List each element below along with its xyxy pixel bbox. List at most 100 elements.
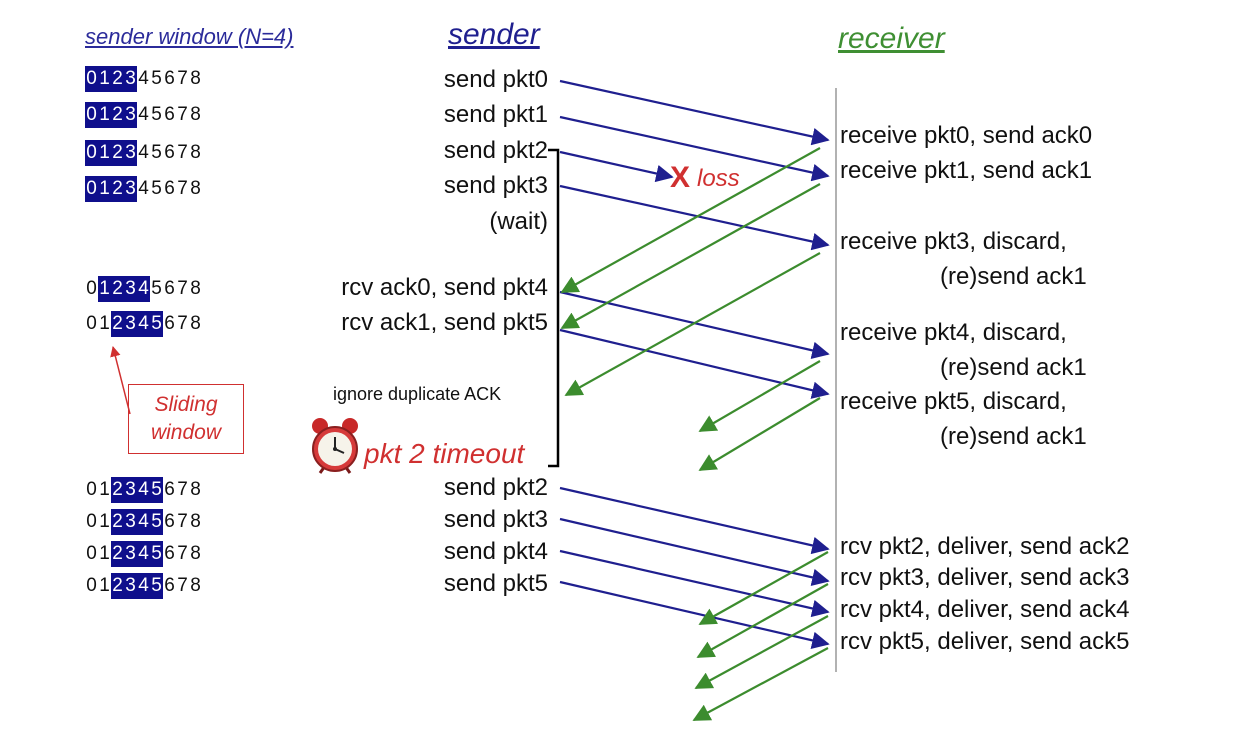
sequence-number: 1 <box>98 66 111 92</box>
receiver-event: receive pkt3, discard, <box>840 228 1067 255</box>
sequence-number: 8 <box>190 278 201 299</box>
sequence-number: 2 <box>111 477 124 503</box>
receiver-event: receive pkt4, discard, <box>840 319 1067 346</box>
sequence-number: 1 <box>99 575 110 596</box>
sequence-number: 4 <box>137 276 150 302</box>
sequence-number: 1 <box>98 102 111 128</box>
sequence-number: 1 <box>98 176 111 202</box>
sequence-number: 7 <box>177 104 188 125</box>
ignore-duplicate-ack-label: ignore duplicate ACK <box>333 384 502 404</box>
sequence-number: 2 <box>111 66 124 92</box>
sequence-number: 4 <box>137 573 150 599</box>
sequence-number: 1 <box>99 511 110 532</box>
sequence-number: 0 <box>86 575 97 596</box>
sequence-number: 4 <box>138 68 149 89</box>
ack-arrow-ack0 <box>560 147 821 293</box>
sequence-number: 4 <box>138 142 149 163</box>
sequence-number: 5 <box>151 142 162 163</box>
sender-event: rcv ack0, send pkt4 <box>341 274 548 301</box>
sequence-number: 8 <box>190 575 201 596</box>
sequence-number: 7 <box>177 543 188 564</box>
loss-x-icon: X <box>670 161 691 194</box>
sequence-number: 1 <box>99 479 110 500</box>
sequence-number: 5 <box>151 178 162 199</box>
ack-arrow-ack5 <box>692 647 829 721</box>
sequence-number: 8 <box>190 142 201 163</box>
receiver-event: rcv pkt5, deliver, send ack5 <box>840 628 1130 655</box>
sequence-number: 4 <box>137 541 150 567</box>
ack-arrow-ack4 <box>694 615 829 689</box>
receiver-title: receiver <box>838 22 945 55</box>
sequence-number: 2 <box>111 102 124 128</box>
sequence-number: 6 <box>164 575 175 596</box>
sequence-number: 6 <box>164 278 175 299</box>
timeout-bracket <box>548 148 560 468</box>
sequence-number: 4 <box>137 477 150 503</box>
packet-arrow-pkt2-resend <box>559 486 830 555</box>
sequence-number: 2 <box>111 276 124 302</box>
sender-event: send pkt3 <box>443 506 548 533</box>
packet-arrow-pkt2-lost <box>559 150 674 183</box>
sequence-number: 5 <box>150 573 163 599</box>
ack-arrow-ack1-dup <box>564 252 821 396</box>
sequence-number: 6 <box>164 543 175 564</box>
sequence-number: 0 <box>86 313 97 334</box>
sequence-number: 5 <box>151 278 162 299</box>
sender-title: sender <box>448 18 540 51</box>
packet-arrow-pkt1 <box>559 115 830 182</box>
sequence-number: 8 <box>190 178 201 199</box>
packet-arrow-pkt4-resend <box>559 549 830 618</box>
sequence-number: 8 <box>190 543 201 564</box>
sequence-number: 8 <box>190 479 201 500</box>
sequence-number: 3 <box>124 176 137 202</box>
sequence-number: 8 <box>190 104 201 125</box>
packet-arrow-pkt3-resend <box>559 517 830 587</box>
sequence-number: 0 <box>85 176 98 202</box>
ack-arrow-ack3 <box>696 583 829 658</box>
sequence-number: 8 <box>190 511 201 532</box>
timeout-label: pkt 2 timeout <box>364 438 525 469</box>
sequence-number: 0 <box>86 479 97 500</box>
sequence-number: 7 <box>177 511 188 532</box>
sequence-number: 5 <box>150 311 163 337</box>
sequence-number: 8 <box>190 68 201 89</box>
sequence-number: 0 <box>86 543 97 564</box>
sequence-number: 0 <box>86 278 97 299</box>
sender-event: send pkt3 <box>443 172 548 199</box>
receiver-event: (re)send ack1 <box>940 263 1087 290</box>
sequence-number: 1 <box>99 543 110 564</box>
ack-arrow-ack2 <box>698 551 829 625</box>
receiver-event: rcv pkt2, deliver, send ack2 <box>840 533 1130 560</box>
sequence-number: 4 <box>137 509 150 535</box>
sender-event: send pkt2 <box>443 474 548 501</box>
sequence-number: 3 <box>124 102 137 128</box>
receiver-event: rcv pkt4, deliver, send ack4 <box>840 596 1130 623</box>
sequence-number: 0 <box>85 140 98 166</box>
alarm-clock-icon <box>312 418 358 474</box>
sequence-number: 3 <box>124 573 137 599</box>
sequence-number: 4 <box>138 178 149 199</box>
sequence-number: 2 <box>111 176 124 202</box>
ack-arrow-ack1-dup <box>698 397 821 471</box>
sender-window-title: sender window (N=4) <box>85 24 294 49</box>
sequence-number: 7 <box>177 575 188 596</box>
sequence-number: 3 <box>124 477 137 503</box>
receiver-event: (re)send ack1 <box>940 354 1087 381</box>
sequence-number: 6 <box>164 479 175 500</box>
packet-arrow-pkt5-resend <box>559 580 830 650</box>
packet-arrow-pkt5 <box>559 328 830 399</box>
sequence-number: 7 <box>177 278 188 299</box>
sequence-number: 2 <box>111 311 124 337</box>
sequence-number: 5 <box>151 104 162 125</box>
ack-arrow-ack1 <box>560 183 821 329</box>
sender-event: send pkt5 <box>443 570 548 597</box>
sequence-number: 7 <box>177 313 188 334</box>
